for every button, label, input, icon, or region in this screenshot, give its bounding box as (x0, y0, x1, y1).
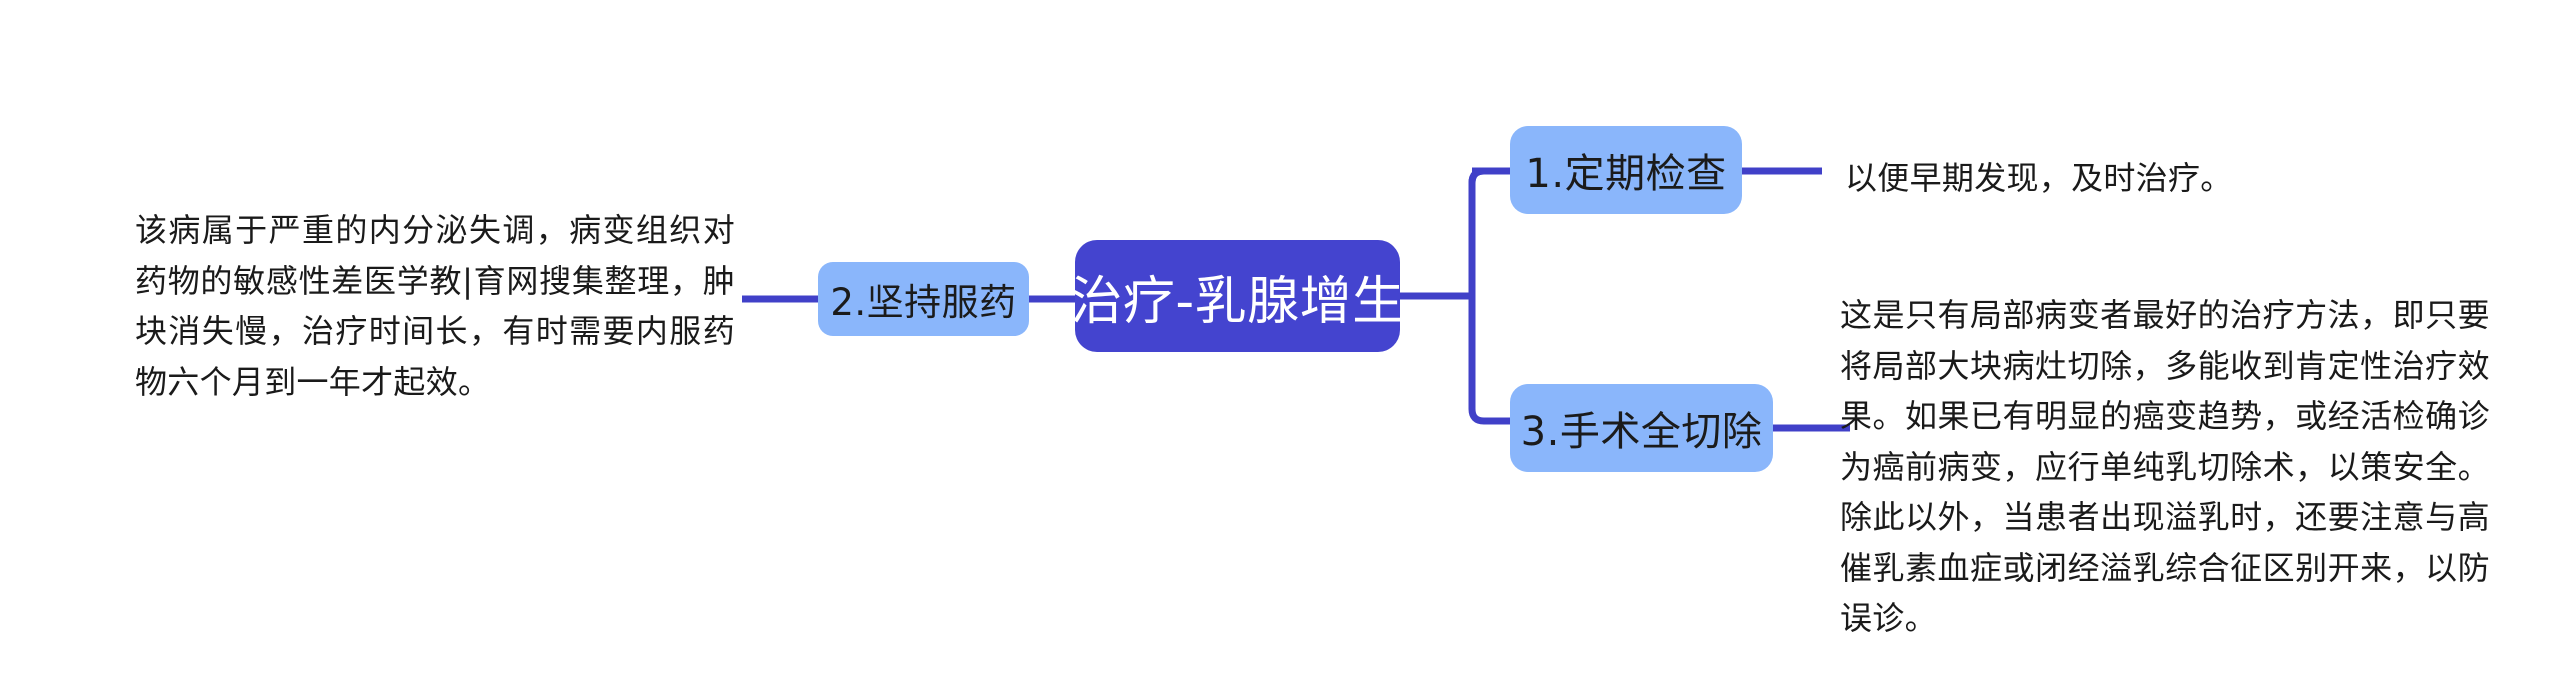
branch-node-label: 2.坚持服药 (830, 281, 1017, 324)
connector-right-bracket (1468, 167, 1510, 425)
connector-bracket-top-arm (1468, 167, 1510, 184)
branch-node-total-surgical-resection[interactable]: 3.手术全切除 (1510, 384, 1773, 472)
branch-node-label: 1.定期检查 (1525, 151, 1727, 197)
root-node-label: 治疗-乳腺增生 (1070, 271, 1405, 332)
branch-node-label: 3.手术全切除 (1520, 409, 1763, 455)
note-persist-medication: 该病属于严重的内分泌失调，病变组织对药物的敏感性差医学教|育网搜集整理，肿块消失… (135, 211, 735, 401)
branch-node-regular-check[interactable]: 1.定期检查 (1510, 126, 1742, 214)
root-node[interactable]: 治疗-乳腺增生 (1070, 240, 1404, 352)
note-total-surgical-resection: 这是只有局部病变者最好的治疗方法，即只要将局部大块病灶切除，多能收到肯定性治疗效… (1840, 296, 2490, 638)
note-regular-check: 以便早期发现，及时治疗。 (1845, 159, 2233, 197)
branch-node-persist-medication[interactable]: 2.坚持服药 (818, 262, 1029, 336)
